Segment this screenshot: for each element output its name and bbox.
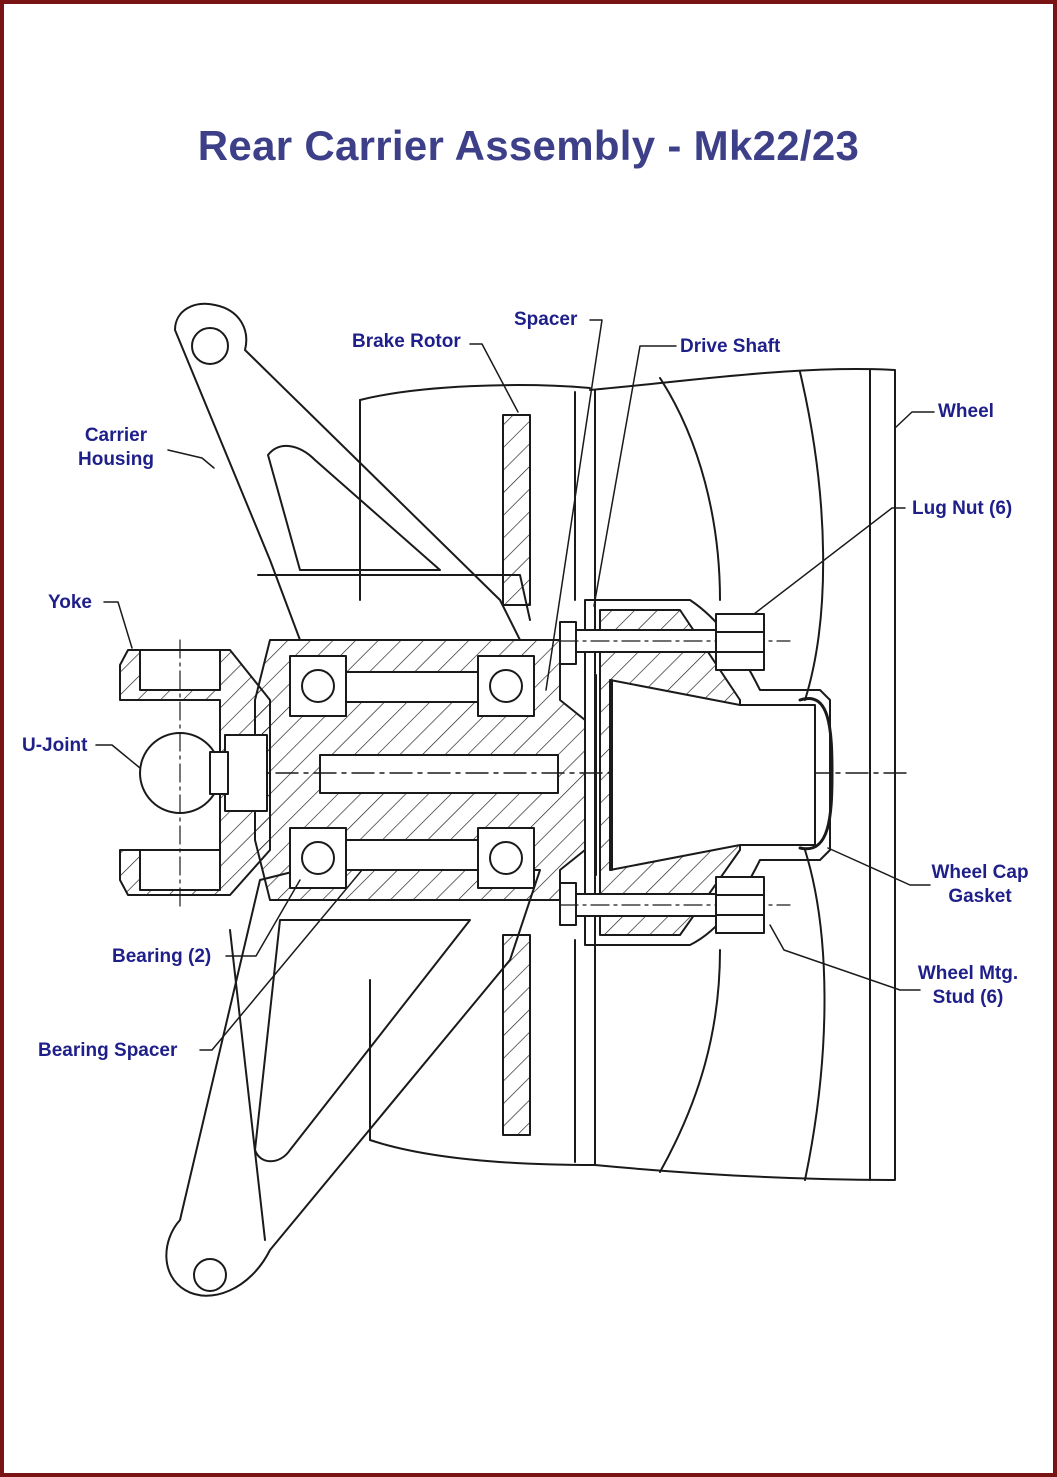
label-wheel: Wheel bbox=[938, 401, 994, 422]
brake-rotor bbox=[359, 384, 596, 1166]
label-lug-nut: Lug Nut (6) bbox=[912, 498, 1013, 519]
leader-lines bbox=[95, 319, 935, 1051]
label-u-joint: U-Joint bbox=[22, 735, 88, 756]
hub-flange bbox=[584, 599, 831, 946]
label-carrier-housing-line-1: Carrier bbox=[84, 425, 148, 446]
label-bearing: Bearing (2) bbox=[112, 946, 212, 967]
lug-nut-lower bbox=[715, 876, 765, 934]
label-brake-rotor: Brake Rotor bbox=[352, 331, 461, 352]
bearing-spacer bbox=[345, 671, 479, 871]
label-carrier-housing-line-2: Housing bbox=[78, 449, 154, 470]
label-wheel-cap-gasket-line-1: Wheel Cap bbox=[931, 862, 1029, 883]
wheel-stud-upper bbox=[559, 621, 791, 665]
label-wheel-cap-gasket-line-2: Gasket bbox=[948, 886, 1012, 907]
label-wheel-mtg-stud-line-1: Wheel Mtg. bbox=[917, 963, 1019, 984]
bearing-lower-left bbox=[289, 827, 347, 889]
wheel-cap bbox=[798, 696, 834, 851]
label-yoke: Yoke bbox=[48, 592, 93, 613]
label-bearing-spacer: Bearing Spacer bbox=[38, 1040, 178, 1061]
u-joint bbox=[139, 639, 268, 911]
label-drive-shaft: Drive Shaft bbox=[680, 336, 781, 357]
carrier-housing bbox=[165, 302, 541, 1297]
label-spacer: Spacer bbox=[514, 309, 578, 330]
bearing-upper-left bbox=[289, 655, 347, 717]
bearing-lower-right bbox=[477, 827, 535, 889]
diagram-title: Rear Carrier Assembly - Mk22/23 bbox=[197, 122, 860, 169]
label-wheel-mtg-stud: Wheel Mtg. Stud (6) bbox=[912, 962, 1024, 1010]
label-wheel-mtg-stud-line-2: Stud (6) bbox=[932, 987, 1004, 1008]
label-wheel-cap-gasket: Wheel Cap Gasket bbox=[926, 861, 1034, 909]
bearing-upper-right bbox=[477, 655, 535, 717]
label-carrier-housing: Carrier Housing bbox=[70, 424, 162, 472]
lug-nut-upper bbox=[715, 613, 765, 671]
